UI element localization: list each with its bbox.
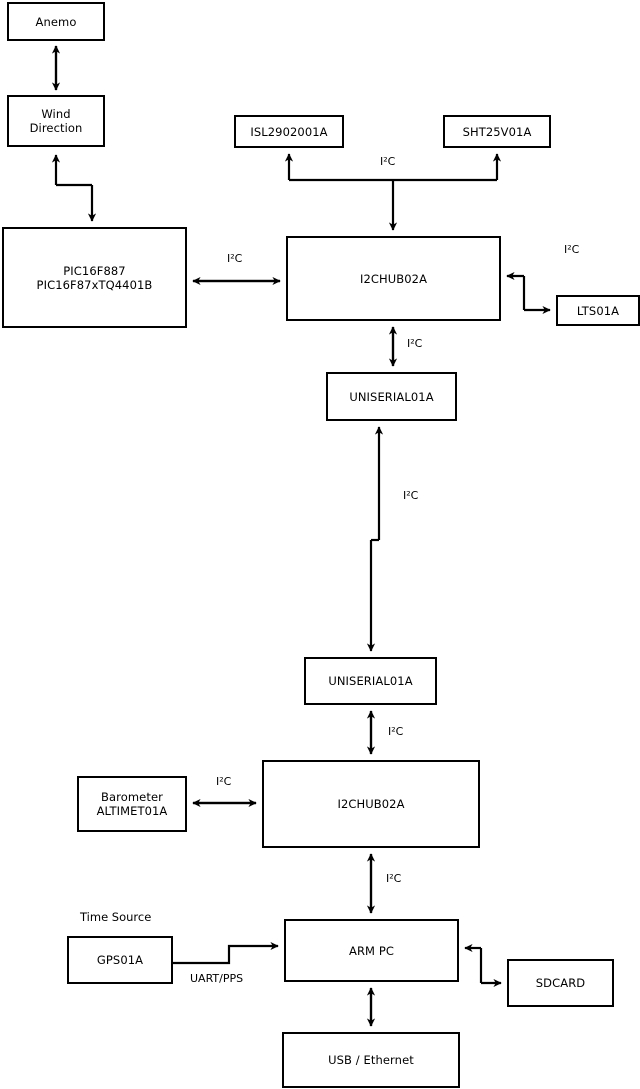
edge-label-uniserial-link-i2c: I²C — [403, 489, 419, 502]
edge-label-barometer-i2c: I²C — [216, 775, 232, 788]
edge-gps-arm — [173, 941, 279, 965]
node-i2chub02a-top[interactable]: I2CHUB02A — [286, 236, 501, 321]
edge-label-hub-armpc-i2c: I²C — [386, 872, 402, 885]
node-gps01a-label: GPS01A — [96, 953, 144, 967]
node-sdcard[interactable]: SDCARD — [507, 959, 614, 1007]
node-i2chub02a-top-label: I2CHUB02A — [359, 271, 428, 286]
node-barometer-altimet01a[interactable]: Barometer ALTIMET01A — [77, 776, 187, 832]
edge-label-hub-uniserial-i2c: I²C — [407, 337, 423, 350]
node-lts01a-label: LTS01A — [576, 303, 620, 318]
node-wind-direction-label: Wind Direction — [29, 107, 83, 135]
node-isl2902001a-label: ISL2902001A — [250, 124, 328, 139]
node-sdcard-label: SDCARD — [535, 976, 586, 990]
node-sht25v01a[interactable]: SHT25V01A — [443, 115, 551, 148]
node-anemo-label: Anemo — [35, 14, 77, 29]
edge-label-lts-i2c: I²C — [564, 243, 580, 256]
node-lts01a[interactable]: LTS01A — [556, 295, 640, 326]
node-uniserial01a-lower[interactable]: UNISERIAL01A — [304, 657, 437, 705]
node-wind-direction[interactable]: Wind Direction — [7, 95, 105, 147]
node-arm-pc[interactable]: ARM PC — [284, 919, 459, 982]
edge-label-sensors-i2c: I²C — [380, 155, 396, 168]
node-sht25v01a-label: SHT25V01A — [462, 124, 532, 139]
node-barometer-altimet01a-label: Barometer ALTIMET01A — [96, 790, 168, 818]
node-gps01a[interactable]: GPS01A — [67, 936, 173, 984]
node-anemo[interactable]: Anemo — [7, 2, 105, 41]
edge-label-uniserial-hub-i2c: I²C — [388, 725, 404, 738]
node-usb-ethernet[interactable]: USB / Ethernet — [282, 1032, 460, 1088]
label-time-source: Time Source — [80, 910, 152, 924]
node-arm-pc-label: ARM PC — [349, 943, 394, 958]
node-pic-microcontroller[interactable]: PIC16F887 PIC16F87xTQ4401B — [2, 227, 187, 328]
edge-label-uart-pps: UART/PPS — [190, 972, 244, 985]
node-pic-microcontroller-label: PIC16F887 PIC16F87xTQ4401B — [36, 263, 153, 292]
node-uniserial01a-upper-label: UNISERIAL01A — [349, 389, 434, 404]
node-uniserial01a-upper[interactable]: UNISERIAL01A — [326, 372, 457, 421]
node-i2chub02a-bottom-label: I2CHUB02A — [337, 797, 405, 811]
edge-label-pic-hub-i2c: I²C — [227, 252, 243, 265]
node-isl2902001a[interactable]: ISL2902001A — [234, 115, 344, 148]
node-usb-ethernet-label: USB / Ethernet — [328, 1053, 414, 1067]
node-uniserial01a-lower-label: UNISERIAL01A — [328, 674, 413, 688]
node-i2chub02a-bottom[interactable]: I2CHUB02A — [262, 760, 480, 848]
